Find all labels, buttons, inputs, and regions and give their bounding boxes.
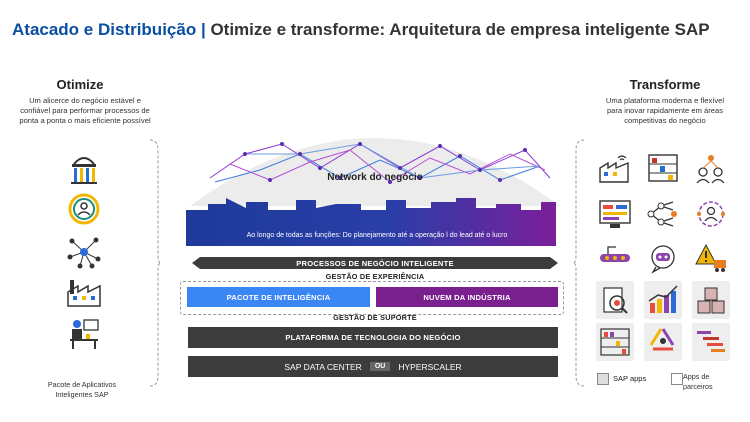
or-badge: OU [369,362,391,371]
temple-bars-icon [66,150,102,191]
warehouse-shelves-icon [646,152,680,189]
processes-bar-shape [192,257,558,269]
optimize-description-line: Um alicerce do negócio estável e [29,96,141,105]
datacenter-label: SAP DATA CENTER [284,361,362,372]
warning-truck-icon [694,242,728,279]
transform-description-line: para inovar rapidamente em áreas [606,106,724,115]
infrastructure-bar: SAP DATA CENTER OU HYPERSCALER [188,356,558,377]
transform-description-line: competitivas do negócio [624,116,706,125]
optimize-description-line: ponta a ponta o mais eficiente possível [19,116,151,125]
transform-description: Uma plataforma moderna e flexível para i… [590,96,740,126]
transform-heading: Transforme [629,77,701,92]
experience-container [180,281,564,315]
title-subject: Otimize e transforme: Arquitetura de emp… [210,20,710,39]
optimize-description-line: confiável para performar processos de [20,106,150,115]
industry-cloud-bar: NUVEM DA INDÚSTRIA [376,287,558,307]
processes-bar: PROCESSOS DE NEGÓCIO INTELIGENTE [296,258,454,268]
partner-apps-line: parceiros [683,381,713,391]
eye-document-icon [596,281,634,319]
support-label: GESTÃO DE SUPORTE [333,313,417,322]
network-label: Network do negócio [327,172,423,183]
smart-factory-icon [598,152,632,189]
business-network [190,138,560,206]
growth-chart-icon [644,281,682,319]
gantt-bars-icon [692,323,730,361]
business-skyline [186,198,556,246]
left-bracket [149,139,162,387]
hyperscaler-label: HYPERSCALER [398,361,462,372]
technology-platform-bar: PLATAFORMA DE TECNOLOGIA DO NEGÓCIO [188,327,558,348]
optimize-footer: Pacote de Aplicativos Inteligentes SAP [22,380,142,399]
robot-arm-icon [598,242,632,279]
page-title: Atacado e Distribuição | Otimize e trans… [12,20,710,40]
optimize-footer-line: Inteligentes SAP [55,389,109,399]
user-gear-icon [694,198,728,235]
chat-bot-icon [646,242,680,279]
optimize-heading: Otimize [56,77,104,92]
sap-apps-label: SAP apps [613,374,647,383]
dashboard-screen-icon [598,198,632,235]
skyline-caption: Ao longo de todas as funções: Do planeja… [246,232,508,239]
title-separator: | [200,20,206,39]
experience-label: GESTÃO DE EXPERIÊNCIA [325,272,425,281]
optimize-footer-line: Pacote de Aplicativos [47,380,117,389]
sap-apps-swatch [597,373,609,385]
decision-tree-icon [646,198,680,235]
recycle-arrows-icon [644,323,682,361]
shelf-inventory-icon [596,323,634,361]
people-network-icon [694,152,728,189]
right-bracket [572,139,585,387]
optimize-description: Um alicerce do negócio estável e confiáv… [10,96,160,126]
partner-apps-line: Apps de [683,372,710,381]
network-nodes-icon [66,235,102,274]
title-industry: Atacado e Distribuição [12,20,197,39]
cubes-icon [692,281,730,319]
partner-apps-label: Apps de parceiros [683,372,721,391]
worker-desk-icon [66,316,102,355]
intelligence-suite-bar: PACOTE DE INTELIGÊNCIA [187,287,370,307]
partner-apps-swatch [671,373,683,385]
factory-icon [66,276,102,313]
transform-description-line: Uma plataforma moderna e flexível [605,96,725,105]
person-circle-icon [68,193,100,230]
